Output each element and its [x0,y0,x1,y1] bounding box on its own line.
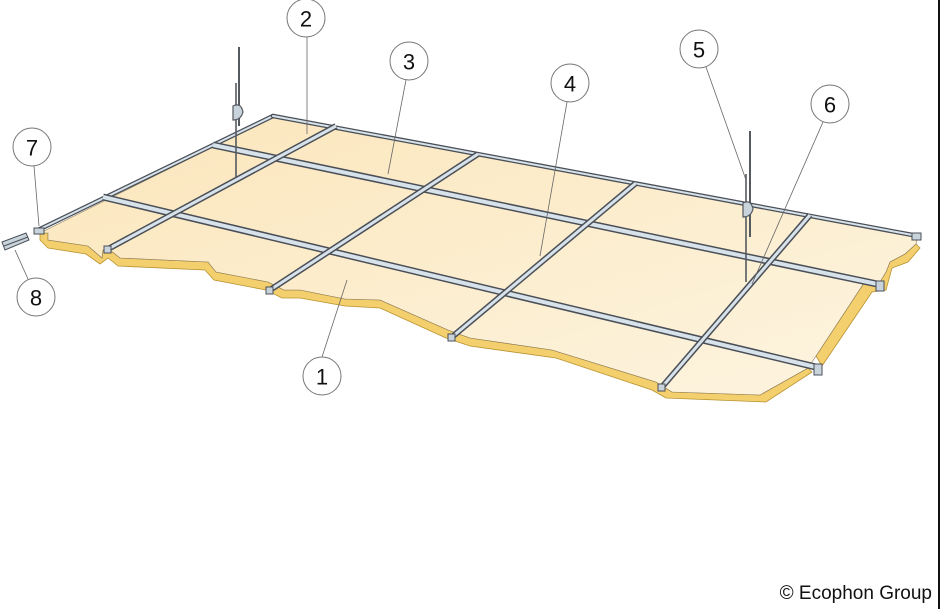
loose-trim-piece [1,232,30,251]
callout-label-5: 5 [693,38,705,63]
callout-5: 5 [679,29,747,181]
callouts: 1 2 3 4 5 6 7 [12,0,850,396]
callout-3: 3 [387,41,429,175]
cross-tees [103,123,813,392]
callout-label-4: 4 [564,72,576,97]
ceiling-panels [39,116,919,396]
callout-label-6: 6 [824,93,836,118]
hanger-rods [232,47,754,282]
callout-2: 2 [286,0,326,134]
callout-7: 7 [12,127,52,227]
callout-1: 1 [302,279,348,396]
callout-label-8: 8 [30,286,42,311]
callout-6: 6 [751,84,850,285]
callout-label-1: 1 [316,365,328,390]
callout-label-3: 3 [403,50,415,75]
callout-label-2: 2 [300,7,312,32]
callout-label-7: 7 [26,136,38,161]
callout-8: 8 [14,249,56,317]
copyright-notice: © Ecophon Group [779,583,932,604]
callout-4: 4 [539,63,590,257]
